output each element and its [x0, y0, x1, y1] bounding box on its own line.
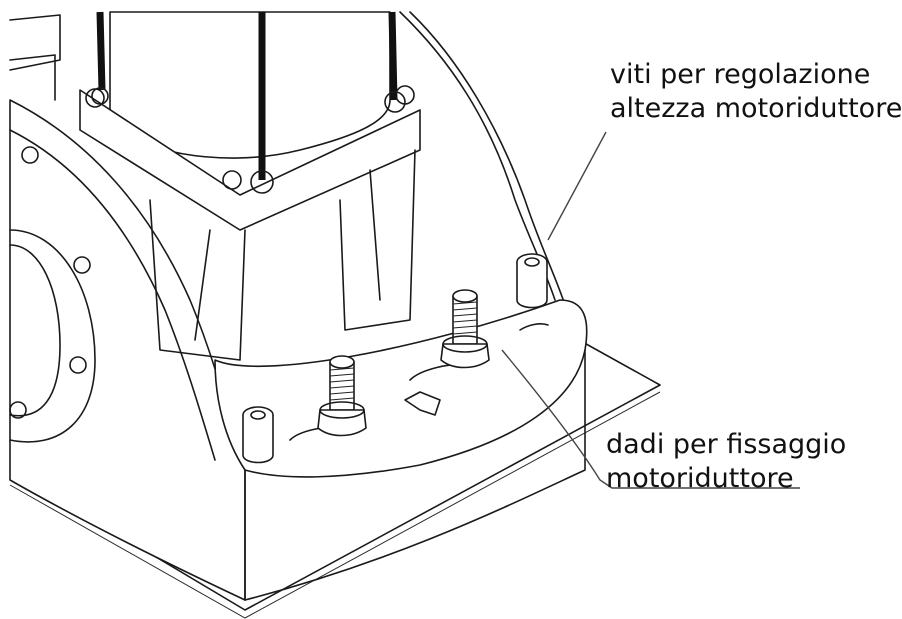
fixing-nut-left — [317, 355, 367, 437]
motor — [79, 11, 421, 361]
fixing-nut-right — [440, 289, 490, 369]
callout-nuts-line1: dadi per fissaggio — [606, 429, 847, 460]
height-adjustment-screw-right — [516, 253, 548, 309]
leader-screws — [547, 131, 607, 241]
callout-fixing-nuts: dadi per fissaggio motoriduttore — [606, 428, 846, 496]
callout-screws-line1: viti per regolazione — [610, 59, 871, 90]
callout-nuts-line2: motoriduttore — [606, 463, 794, 494]
callout-screws-line2: altezza motoriduttore — [610, 93, 902, 124]
leader-lines — [501, 131, 800, 489]
callout-height-screws: viti per regolazione altezza motoridutto… — [610, 58, 902, 126]
leader-nuts — [501, 349, 800, 489]
height-adjustment-screw-left — [242, 406, 274, 464]
wire-clip — [404, 391, 441, 416]
left-housing — [9, 14, 246, 601]
